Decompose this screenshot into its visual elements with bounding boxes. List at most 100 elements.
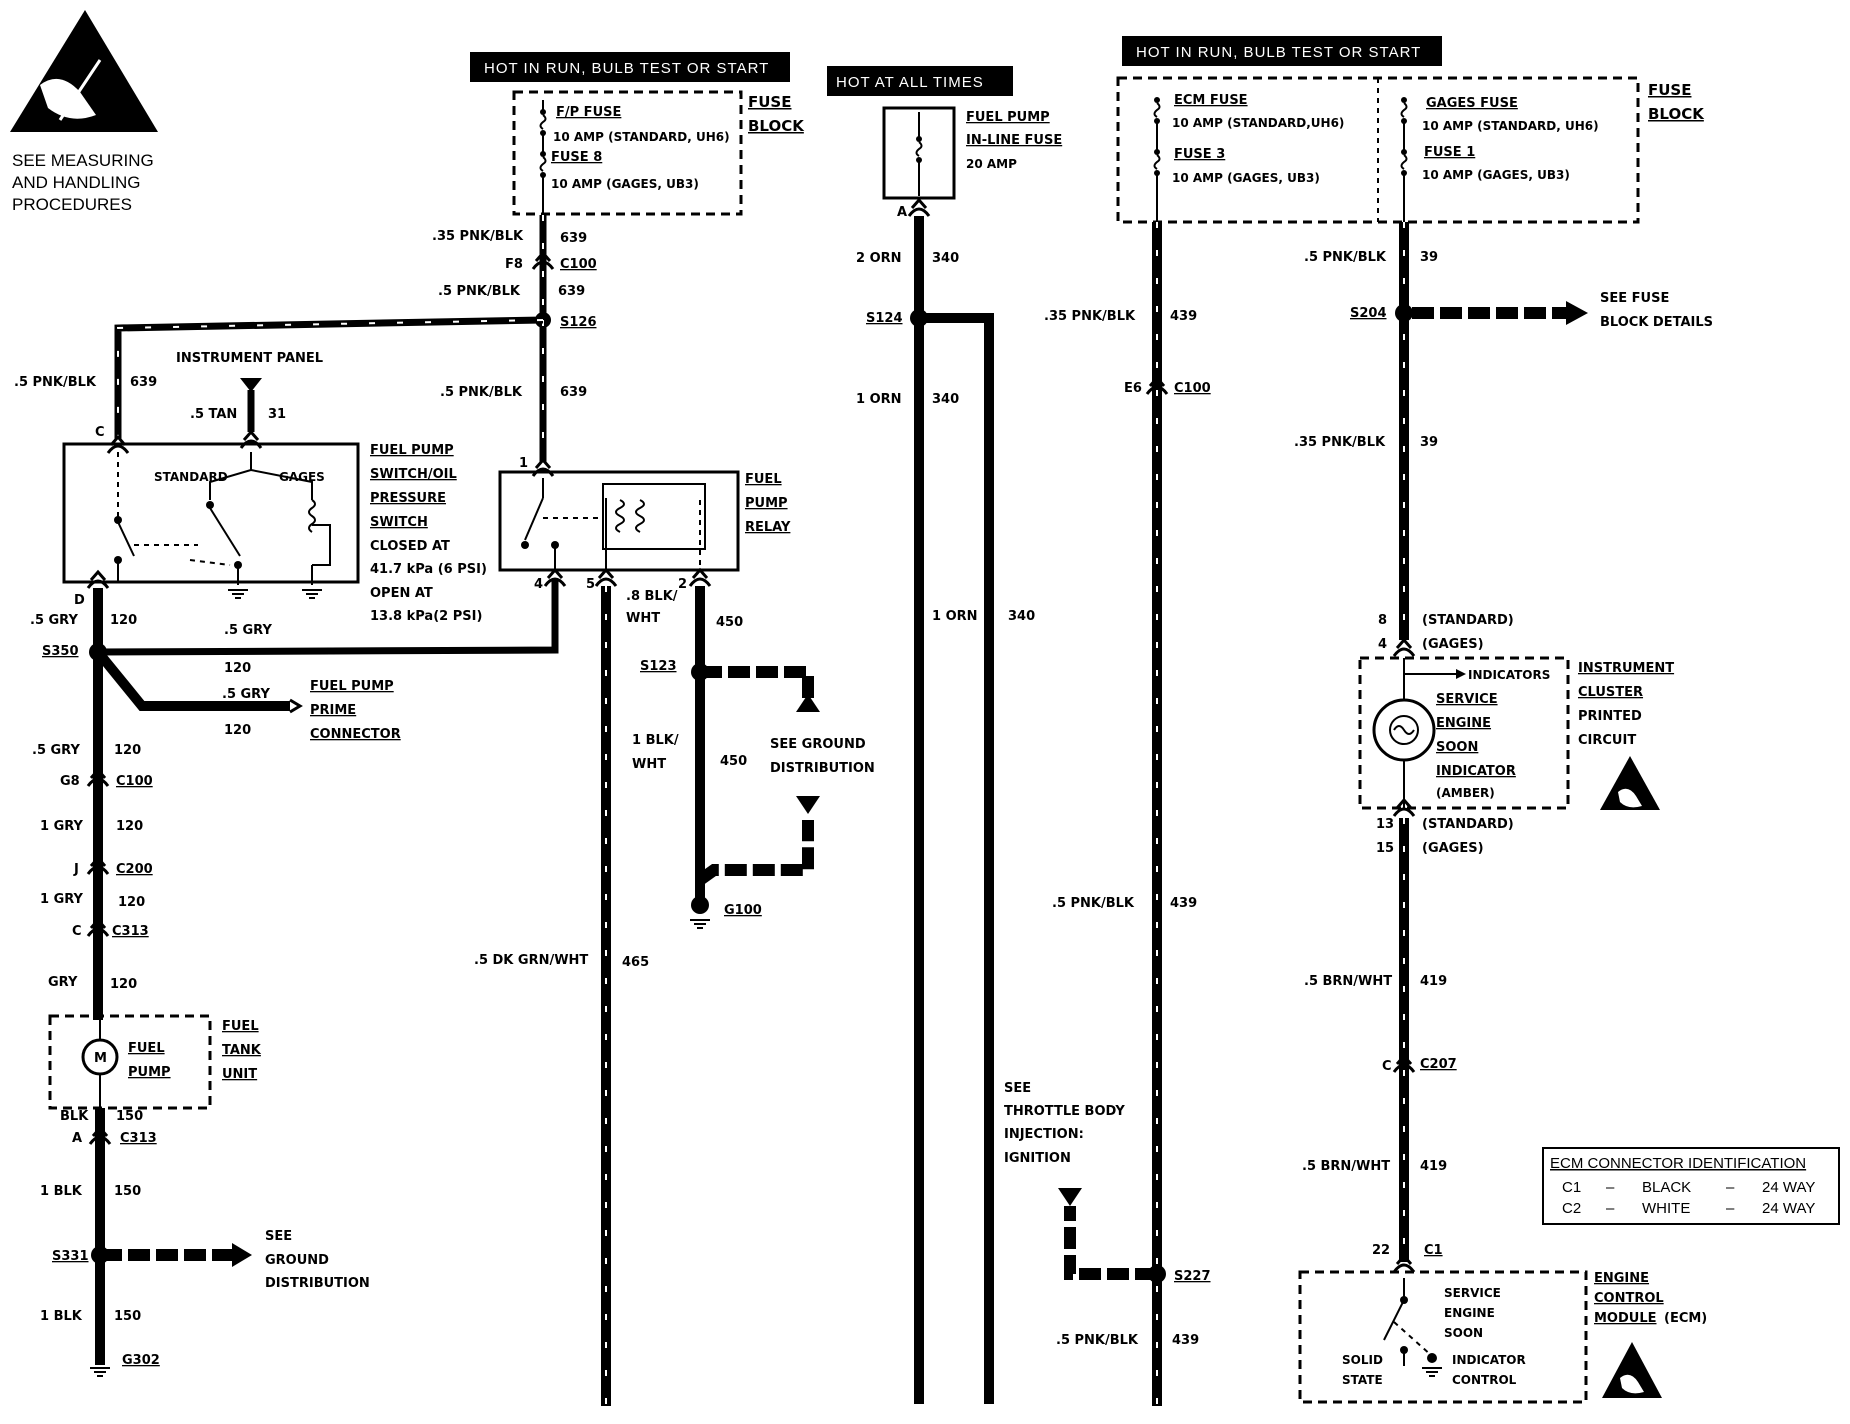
inline-fuse-rating: 20 AMP: [966, 157, 1017, 171]
ground-arrow-icon: [232, 1243, 252, 1267]
fuse1-label: FUSE 1: [1424, 145, 1475, 160]
ecm-internals-icon: [1383, 1278, 1437, 1366]
t4-label: 4: [1378, 637, 1387, 652]
ecm-inner-label-3: SOON: [1444, 1326, 1483, 1340]
t13-label: 13: [1376, 817, 1394, 832]
fuel-pump-relay-box: [498, 470, 740, 572]
switch-ground-2-icon: [301, 589, 323, 599]
wire-639-switch: [114, 316, 544, 440]
ecm-ground-icon: [1421, 1367, 1443, 1377]
j-label: J: [73, 862, 79, 877]
prime-connector-icon: [289, 698, 303, 714]
switch-termd-connector: [86, 570, 110, 590]
standard-label: STANDARD: [154, 470, 228, 484]
ground-g100-icon: [689, 919, 711, 929]
ind-label-3: SOON: [1436, 740, 1478, 755]
s331-label: S331: [52, 1249, 89, 1264]
inline-fuse-connector: [907, 198, 931, 218]
c313-lower-label: C313: [120, 1131, 157, 1146]
cluster-label-4: CIRCUIT: [1578, 733, 1636, 748]
banner-always-text: HOT AT ALL TIMES: [836, 74, 984, 91]
banner-run-right-text: HOT IN RUN, BULB TEST OR START: [1136, 44, 1421, 61]
tank-label-3: UNIT: [222, 1067, 257, 1082]
wire-120-prime: [94, 648, 290, 711]
esd-text-3: PROCEDURES: [12, 195, 132, 214]
ecm-table-title: ECM CONNECTOR IDENTIFICATION: [1550, 1155, 1806, 1172]
esd-text-2: AND HANDLING: [12, 173, 140, 192]
see-ground-label-2: DISTRIBUTION: [770, 761, 875, 776]
c-term-label: C: [72, 924, 82, 939]
ecm-inner-label-2: ENGINE: [1444, 1306, 1495, 1320]
blkwht1-color-2: WHT: [626, 611, 660, 626]
fuse3-label: FUSE 3: [1174, 147, 1225, 162]
ecm-esd-icon: [1602, 1342, 1662, 1398]
fuel-tank-unit-box: [48, 1014, 212, 1110]
blk3-num: 150: [114, 1309, 141, 1324]
ind-label-4: INDICATOR: [1436, 764, 1516, 779]
banner-always: [827, 66, 1013, 96]
t8-label: 8: [1378, 613, 1387, 628]
inline-fuse-box: [882, 106, 956, 200]
blk3-color: 1 BLK: [40, 1309, 83, 1324]
orn2-num: 340: [932, 392, 959, 407]
cluster-input-connector: [1392, 638, 1416, 658]
fuse3-rating: 10 AMP (GAGES, UB3): [1172, 171, 1320, 185]
banner-run-left-text: HOT IN RUN, BULB TEST OR START: [484, 60, 769, 77]
c1-label: C1: [1424, 1243, 1443, 1258]
esd-warning-icon: [10, 10, 158, 132]
ecm-box: [1298, 1270, 1588, 1404]
fuse-block-right-label-1: FUSE: [1648, 81, 1691, 99]
ecm-table-row: C2 – WHITE – 24 WAY: [1562, 1200, 1815, 1217]
open-at-label: OPEN AT: [370, 586, 433, 601]
inline-fuse-label-1: FUEL PUMP: [966, 110, 1050, 125]
c200-label: C200: [116, 862, 153, 877]
fp-fuse-icon: [539, 108, 547, 137]
switch-tan-connector: [239, 430, 263, 450]
s350-label: S350: [42, 644, 79, 659]
w439-1-num: 439: [1170, 309, 1197, 324]
open-at-value: 13.8 kPa(2 PSI): [370, 609, 482, 624]
s227-label: S227: [1174, 1269, 1211, 1284]
gry5-num: 120: [116, 819, 143, 834]
ind-label-2: ENGINE: [1436, 716, 1491, 731]
ecm-row2-pin: C2: [1562, 1200, 1581, 1217]
c100-label: C100: [560, 257, 597, 272]
instrument-panel-arrow-icon: [240, 378, 262, 392]
f8-label: F8: [505, 257, 523, 272]
gages-fuse-rating: 10 AMP (STANDARD, UH6): [1422, 119, 1599, 133]
gry6-num: 120: [118, 895, 145, 910]
w419-1-color: .5 BRN/WHT: [1304, 974, 1392, 989]
g302-label: G302: [122, 1353, 160, 1368]
solid-state-label-1: SOLID: [1342, 1353, 1383, 1367]
w419-2-color: .5 BRN/WHT: [1302, 1159, 1390, 1174]
term-2-label: 2: [678, 577, 687, 592]
relay-label-1: FUEL: [745, 472, 782, 487]
wire-450-ground-down: [696, 820, 814, 885]
prime-label-3: CONNECTOR: [310, 727, 401, 742]
solid-state-label-2: STATE: [1342, 1373, 1383, 1387]
fuse1-rating: 10 AMP (GAGES, UB3): [1422, 168, 1570, 182]
cluster-label-3: PRINTED: [1578, 709, 1642, 724]
ecm-label-1: ENGINE: [1594, 1271, 1649, 1286]
w1-num: 639: [560, 231, 587, 246]
blkwht2-color-2: WHT: [632, 757, 666, 772]
ecm-fuse-rating: 10 AMP (STANDARD,UH6): [1172, 116, 1344, 130]
motor-label: M: [94, 1051, 107, 1066]
wire-340-branch: [919, 313, 994, 1404]
c100-right-label: C100: [1174, 381, 1211, 396]
blkwht1-num: 450: [716, 615, 743, 630]
w1-color: .35 PNK/BLK: [432, 229, 524, 244]
fuse-block-left: [512, 90, 743, 216]
w3-color: .5 PNK/BLK: [440, 385, 523, 400]
blkwht1-color-1: .8 BLK/: [626, 589, 678, 604]
blk2-color: 1 BLK: [40, 1184, 83, 1199]
gry2-num: 120: [224, 661, 251, 676]
fuse-block-left-label-1: FUSE: [748, 93, 791, 111]
switch-label-2: SWITCH/OIL: [370, 467, 457, 482]
c313-label: C313: [112, 924, 149, 939]
c207-term-label: C: [1382, 1059, 1392, 1074]
fuel-pump-label-1: FUEL: [128, 1041, 165, 1056]
tbi-arrow-icon: [1058, 1188, 1082, 1206]
instrument-panel-label: INSTRUMENT PANEL: [176, 351, 323, 366]
dkgrn-num: 465: [622, 955, 649, 970]
